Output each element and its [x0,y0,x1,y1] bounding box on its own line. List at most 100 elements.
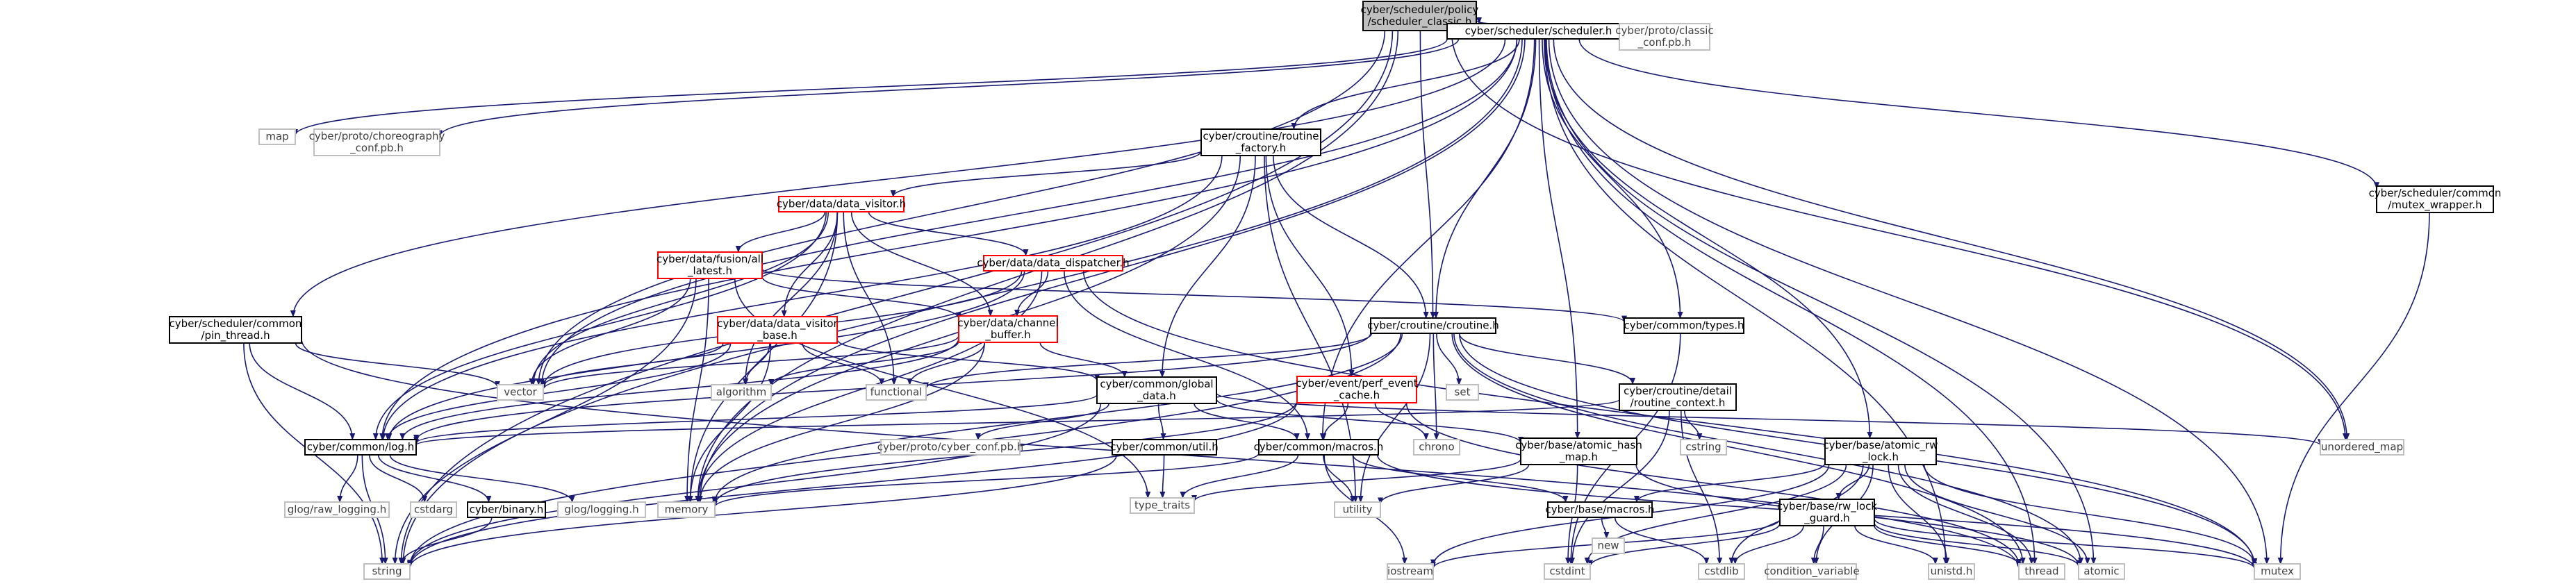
node-label: _data.h [1137,390,1176,403]
node-label: /routine_context.h [1630,397,1726,410]
edge-data-visitor-base-to-vector [540,342,724,387]
node-scheduler[interactable]: cyber/scheduler/scheduler.h [1446,23,1630,40]
node-label: type_traits [1134,499,1190,512]
node-label: cyber/common/macros.h [1254,441,1384,453]
node-box [778,196,905,212]
edge-data-visitor-base-to-functional [802,342,885,385]
edge-data-visitor-base-to-log [385,342,732,440]
node-data-visitor[interactable]: cyber/data/data_visitor.h [777,196,906,212]
node-label: cyber/binary.h [470,503,544,516]
edge-binary-to-string [399,517,493,565]
node-label: cyber/scheduler/scheduler.h [1465,25,1612,37]
edge-croutine-to-chrono [1433,333,1439,440]
edge-perf-event-to-chrono [1374,402,1429,440]
edge-atomic-hash-map-to-type-traits [1191,458,1521,503]
node-label: chrono [1419,441,1454,453]
node-croutine[interactable]: cyber/croutine/croutine.h [1367,317,1499,334]
edge-croutine-to-set [1436,333,1462,385]
edge-global-data-to-atomic-hash-map [1216,399,1524,444]
edge-data-visitor-to-algorithm [742,211,838,385]
node-pin-thread[interactable]: cyber/scheduler/common/pin_thread.h [169,316,302,344]
node-data-visitor-base[interactable]: cyber/data/data_visitor_base.h [717,316,839,344]
node-label: map [265,131,288,143]
node-log[interactable]: cyber/common/log.h [304,439,417,456]
node-all-latest[interactable]: cyber/data/fusion/all_latest.h [657,251,763,279]
node-box [1296,376,1417,403]
node-box [657,501,716,518]
edge-rw-lock-guard-to-thread [1874,525,2022,566]
edge-croutine-to-utility [1357,333,1431,503]
edge-routine-factory-to-perf-event [1265,155,1355,377]
edge-base-macros-to-new [1601,517,1610,539]
edge-log-to-cstdarg [369,454,428,503]
node-condition-variable: condition_variable [1764,563,1860,580]
node-rw-lock-guard[interactable]: cyber/base/rw_lock_guard.h [1777,499,1877,526]
node-label: set [1455,386,1471,399]
edge-scheduler-to-mutex-wrapper [1578,38,2379,190]
node-raw-logging: glog/raw_logging.h [284,501,390,518]
node-label: cyber/common/types.h [1624,319,1744,332]
node-label: cyber/data/channel [957,317,1058,329]
node-types[interactable]: cyber/common/types.h [1624,317,1744,334]
node-unordered-map: unordered_map [2320,439,2404,456]
node-root[interactable]: cyber/scheduler/policy/scheduler_classic… [1361,1,1479,31]
edge-all-latest-to-vector [529,278,691,385]
node-label: glog/logging.h [564,503,638,516]
edge-routine-context-to-log [413,399,1620,446]
node-box [410,501,457,518]
edge-atomic-rw-lock-to-unistd [1888,464,1950,565]
node-macros[interactable]: cyber/common/macros.h [1254,439,1384,456]
edge-mutex-wrapper-to-mutex [2277,212,2430,565]
node-base-macros[interactable]: cyber/base/macros.h [1545,501,1655,518]
edge-root-to-string [398,30,1394,565]
node-routine-factory[interactable]: cyber/croutine/routine_factory.h [1200,128,1321,156]
node-thread: thread [2018,563,2065,580]
node-label: /scheduler_classic.h [1368,15,1472,28]
edge-scheduler-to-atomic-rw-lock [1544,38,1873,439]
edge-atomic-rw-lock-to-base-macros [1633,462,1826,503]
node-label: cstring [1685,441,1721,453]
edge-pin-thread-to-log [249,342,356,440]
node-classic-conf: cyber/proto/classic_conf.pb.h [1615,23,1714,51]
edge-channel-buffer-to-functional [907,342,986,385]
node-label: cyber/proto/choreography [309,130,445,142]
node-box [717,316,838,344]
node-box [1334,501,1381,518]
node-label: cyber/event/perf_event [1296,377,1417,390]
edge-scheduler-to-map [292,38,1448,136]
edge-data-visitor-to-log [372,211,827,440]
node-label: _map.h [1559,451,1598,464]
node-label: _conf.pb.h [349,142,404,155]
node-channel-buffer[interactable]: cyber/data/channel_buffer.h [957,315,1059,343]
node-data-dispatcher[interactable]: cyber/data/data_dispatcher.h [977,255,1130,272]
node-glog-logging: glog/logging.h [557,501,646,518]
edge-scheduler-to-routine-factory [1291,38,1520,130]
node-box [1112,439,1217,456]
node-box [1624,317,1744,334]
node-label: cyber/data/data_visitor [717,317,838,331]
node-util[interactable]: cyber/common/util.h [1110,439,1219,456]
edge-rw-lock-guard-to-cstdint [1587,523,1781,567]
edge-scheduler-to-unistd [1544,38,1949,565]
node-label: _guard.h [1803,512,1849,525]
edge-util-to-type-traits [1159,454,1166,499]
edge-root-to-unordered-map [1451,30,2348,440]
node-atomic-rw-lock[interactable]: cyber/base/atomic_rw_lock.h [1823,437,1938,465]
edge-atomic-rw-lock-to-mutex [1923,464,2257,566]
node-mutex-wrapper[interactable]: cyber/scheduler/common/mutex_wrapper.h [2369,185,2502,213]
edge-routine-context-to-cstring [1683,410,1703,440]
node-atomic-hash-map[interactable]: cyber/base/atomic_hash_map.h [1515,437,1642,465]
node-box [657,251,763,279]
node-perf-event[interactable]: cyber/event/perf_event_cache.h [1296,376,1418,403]
edge-croutine-to-memory [712,333,1403,503]
node-binary[interactable]: cyber/binary.h [467,501,546,518]
node-routine-context[interactable]: cyber/croutine/detail/routine_context.h [1619,383,1737,411]
edge-scheduler-to-atomic [1546,38,2097,565]
node-box [363,563,411,580]
node-global-data[interactable]: cyber/common/global_data.h [1096,376,1217,404]
edge-atomic-hash-map-to-utility [1378,464,1530,505]
node-box [1680,439,1727,456]
node-label: cstdarg [414,503,453,516]
edge-macros-to-base-macros [1352,454,1569,503]
node-label: cyber/scheduler/common [170,317,302,330]
